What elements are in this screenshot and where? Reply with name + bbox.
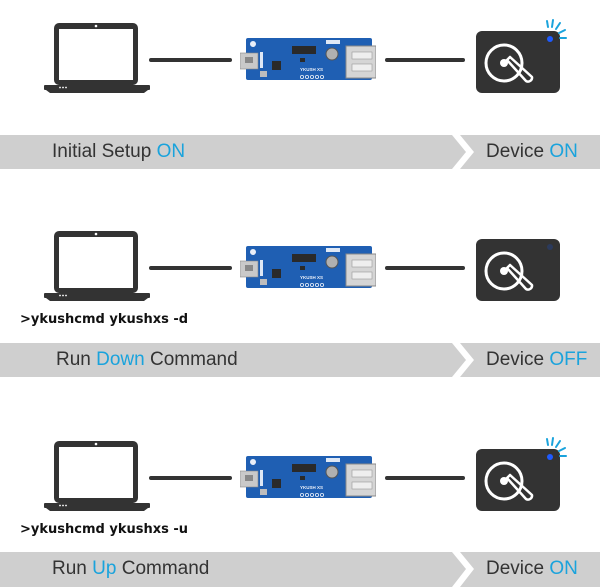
usb-switch-board: YKUSH XS <box>240 246 376 288</box>
hard-drive-icon <box>476 437 567 511</box>
step-banner: Run Up Command Device ON <box>0 552 600 587</box>
usb-cable-host <box>149 266 232 270</box>
status-led <box>547 454 553 460</box>
usb-cable-device <box>385 266 465 270</box>
pcb-label: YKUSH XS <box>300 485 323 490</box>
step-3: YKUSH XS >ykushcmd ykushxs -u Run Up Com… <box>0 418 600 587</box>
device-state-label: Device ON <box>486 141 578 162</box>
banner-chevron-shape <box>0 135 600 169</box>
hard-drive-icon <box>476 239 560 301</box>
usb-switch-board: YKUSH XS <box>240 38 376 80</box>
usb-cable-host <box>149 476 232 480</box>
step-banner: Initial Setup ON Device ON <box>0 135 600 169</box>
usb-cable-host <box>149 58 232 62</box>
usb-switch-board: YKUSH XS <box>240 456 376 498</box>
status-led <box>547 244 553 250</box>
step-action-label: Initial Setup ON <box>52 141 186 162</box>
usb-cable-device <box>385 58 465 62</box>
pcb-label: YKUSH XS <box>300 67 323 72</box>
command-text: >ykushcmd ykushxs -u <box>20 522 189 537</box>
banner-chevron-shape <box>0 343 600 377</box>
status-led <box>547 36 553 42</box>
led-activity-icon <box>546 437 567 457</box>
device-state-label: Device ON <box>486 558 578 579</box>
usb-cable-device <box>385 476 465 480</box>
laptop-icon <box>44 441 150 511</box>
laptop-icon <box>44 23 150 93</box>
command-text: >ykushcmd ykushxs -d <box>20 312 189 327</box>
pcb-label: YKUSH XS <box>300 275 323 280</box>
step-action-label: Run Up Command <box>52 558 210 579</box>
step-banner: Run Down Command Device OFF <box>0 343 600 377</box>
laptop-icon <box>44 231 150 301</box>
step-2: YKUSH XS >ykushcmd ykushxs -d Run Down C… <box>0 208 600 388</box>
banner-chevron-shape <box>0 552 600 587</box>
led-activity-icon <box>546 19 567 39</box>
step-1: YKUSH XS Initial Setup ON Device ON <box>0 0 600 180</box>
device-state-label: Device OFF <box>486 349 588 370</box>
hard-drive-icon <box>476 19 567 93</box>
step-action-label: Run Down Command <box>56 349 238 370</box>
